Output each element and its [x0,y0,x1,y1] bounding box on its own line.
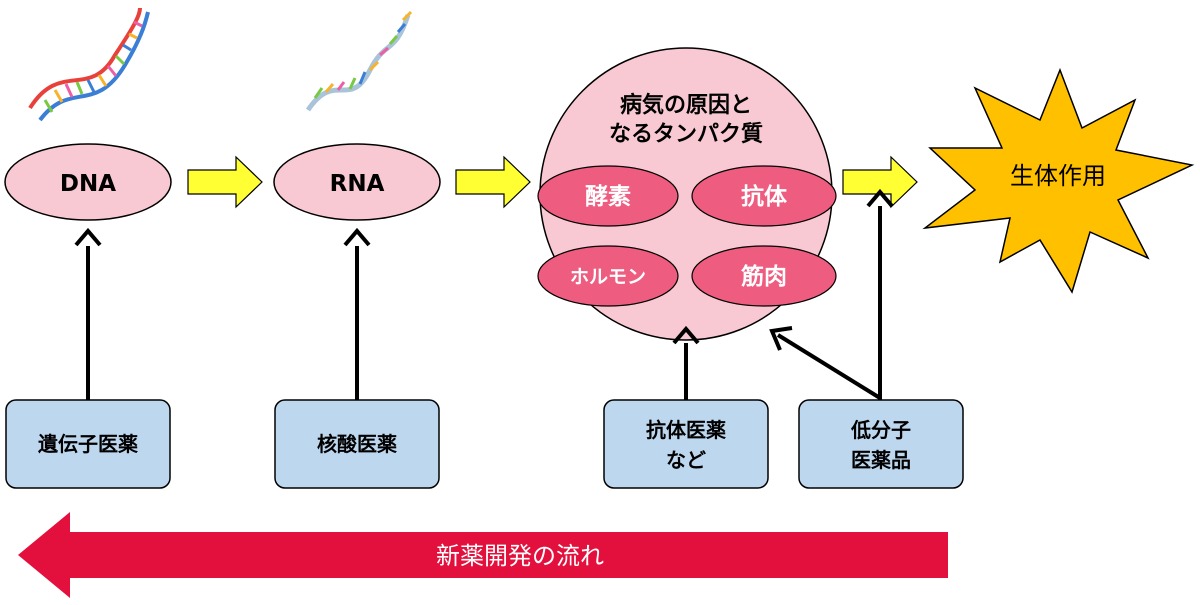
rna-strand-icon [305,10,413,112]
muscle-label: 筋肉 [741,263,787,290]
rna-to-protein-arrow [455,155,531,209]
antibody-drug-box [603,399,769,489]
muscle-node [691,245,837,307]
drug-development-flow-arrow [18,512,948,598]
small-molecule-label-line1: 低分子 [850,418,911,442]
hormone-label: ホルモン [570,266,646,288]
flow-label: 新薬開発の流れ [436,542,604,570]
small-molecule-arrow-up [866,188,894,400]
dna-to-rna-arrow [187,155,263,209]
dna-label: DNA [60,171,116,197]
gene-drug-box [5,399,171,489]
enzyme-label: 酵素 [585,183,631,210]
gene-drug-arrow [74,227,102,400]
small-molecule-label-line2: 医薬品 [851,448,911,472]
nucleic-drug-arrow [343,227,371,400]
antibody-label: 抗体 [741,183,788,210]
rna-node [273,143,441,221]
protein-title-line1: 病気の原因と [620,92,752,118]
small-molecule-arrow-diagonal [769,326,882,400]
antibody-drug-label-line1: 抗体医薬 [646,418,726,442]
effect-label: 生体作用 [1010,162,1106,190]
dna-helix-icon [28,7,150,122]
small-molecule-drug-box [798,399,964,489]
nucleic-drug-box [274,399,440,489]
gene-drug-label: 遺伝子医薬 [38,432,138,456]
dna-node [4,143,172,221]
hormone-node [537,245,679,307]
rna-label: RNA [330,171,385,197]
antibody-drug-arrow [672,325,700,400]
effect-starburst [922,67,1195,294]
protein-title-line2: なるタンパク質 [609,122,763,147]
antibody-node [691,165,837,227]
enzyme-node [537,165,679,227]
nucleic-drug-label: 核酸医薬 [317,432,397,456]
protein-to-effect-arrow [842,155,918,209]
antibody-drug-label-line2: など [666,448,706,472]
